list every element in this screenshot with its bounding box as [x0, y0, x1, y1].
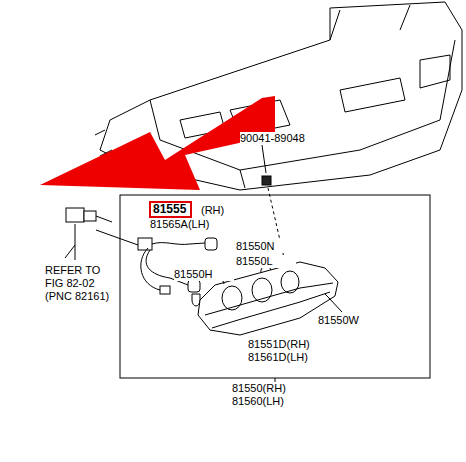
part-number: 81550N	[236, 240, 296, 253]
assembly-number: 81550(RH) 81560(LH)	[232, 382, 292, 408]
part-number: 81550W	[318, 314, 378, 327]
part-number: 81550L	[236, 255, 296, 268]
part-number: 81550H	[174, 268, 234, 281]
part-number: (RH)	[201, 204, 241, 217]
part-number: 90041-89048	[240, 132, 330, 145]
part-number: 81565A(LH)	[150, 218, 230, 231]
reference-note: REFER TO FIG 82-02 (PNC 82161)	[45, 264, 111, 303]
highlight-box: 81555	[149, 201, 192, 218]
part-number: 81551D(RH) 81561D(LH)	[248, 338, 314, 364]
part-number: 81555	[153, 203, 188, 216]
leader-line	[275, 378, 276, 382]
group-frame	[120, 195, 430, 378]
screw	[325, 294, 342, 312]
